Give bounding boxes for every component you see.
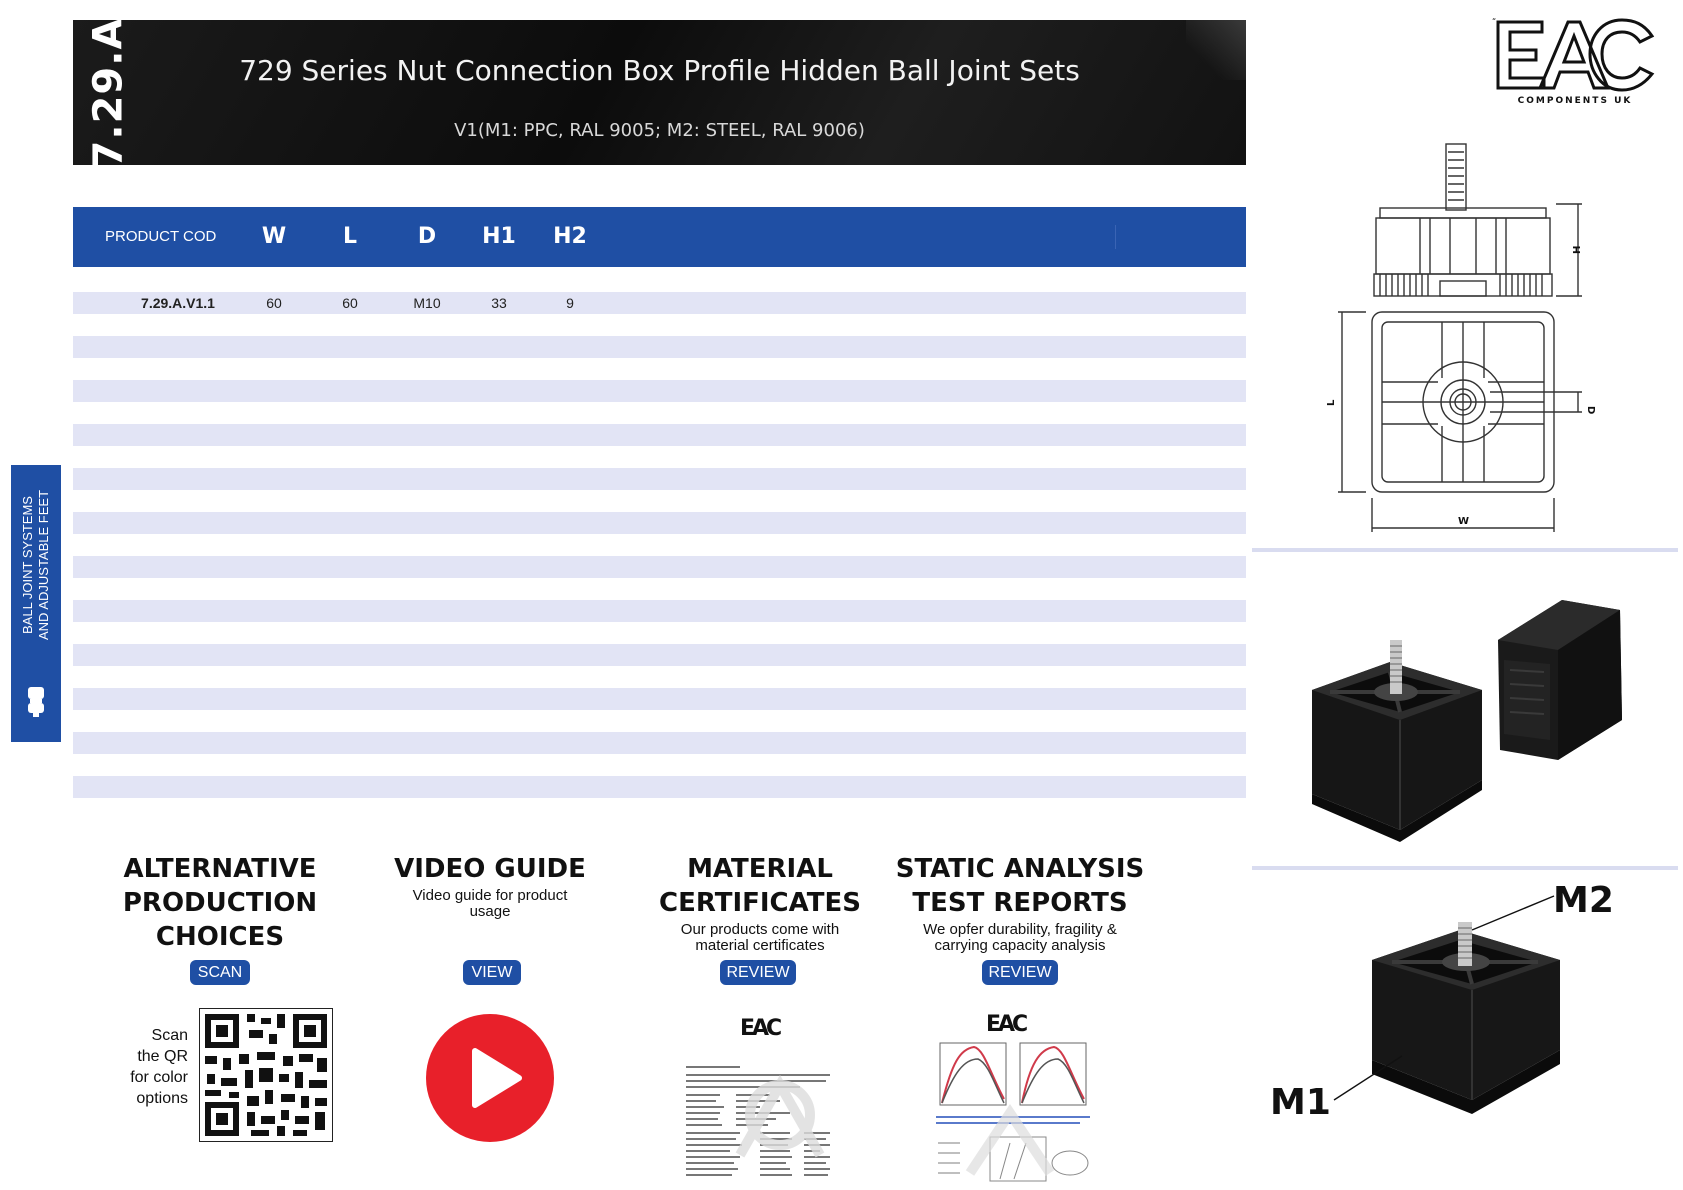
review-certificates-button[interactable]: REVIEW (720, 960, 796, 985)
product-render-callouts (1262, 880, 1662, 1180)
col-header-l: L (342, 224, 358, 249)
table-row-empty (73, 468, 1246, 490)
dim-label-w: W (1458, 516, 1469, 527)
logo-tagline: COMPONENTS UK (1517, 96, 1633, 106)
report-logo: EAC (986, 1012, 1027, 1037)
table-row-empty (73, 776, 1246, 798)
dim-label-h: H (1572, 246, 1583, 254)
banner-shine (1186, 20, 1246, 80)
view-button[interactable]: VIEW (463, 960, 521, 985)
table-row-empty (73, 644, 1246, 666)
eac-logo: “ COMPONENTS UK (1490, 14, 1660, 109)
callout-m1: M1 (1270, 1082, 1331, 1123)
right-divider (1252, 866, 1678, 870)
table-row-empty (73, 556, 1246, 578)
table-row-empty (73, 424, 1246, 446)
callout-m2: M2 (1553, 880, 1614, 921)
dim-label-d: D (1585, 406, 1596, 414)
video-section-title: VIDEO GUIDE (394, 854, 586, 884)
cell-l: 60 (342, 295, 358, 311)
cell-h2: 9 (566, 295, 574, 311)
table-row-empty (73, 512, 1246, 534)
table-row-empty (73, 380, 1246, 402)
static-section-desc: We opfer durability, fragility & carryin… (923, 921, 1117, 954)
col-header-d: D (417, 224, 437, 249)
table-row-empty (73, 600, 1246, 622)
page-title: 729 Series Nut Connection Box Profile Hi… (239, 54, 1080, 87)
header-banner: 7.29.A 729 Series Nut Connection Box Pro… (73, 20, 1246, 165)
col-header-h2: H2 (553, 224, 587, 249)
alternative-section-title: ALTERNATIVE PRODUCTION CHOICES (122, 854, 318, 952)
table-row-empty (73, 688, 1246, 710)
material-section-title: MATERIAL CERTIFICATES (659, 854, 861, 918)
col-header-h1: H1 (482, 224, 516, 249)
dim-label-l: L (1326, 399, 1337, 406)
spec-table-header: PRODUCT COD W L D H1 H2 (73, 207, 1246, 267)
col-header-product-code: PRODUCT COD (105, 228, 217, 245)
video-section-desc: Video guide for product usage (412, 887, 568, 920)
product-render-assembly (1300, 580, 1640, 850)
certificate-logo: EAC (740, 1016, 781, 1041)
review-test-reports-button[interactable]: REVIEW (982, 960, 1058, 985)
table-row-empty (73, 336, 1246, 358)
table-row-empty (73, 732, 1246, 754)
material-section-desc: Our products come with material certific… (680, 921, 840, 954)
test-report-thumbnail[interactable]: EAC (930, 1003, 1100, 1185)
scan-button[interactable]: SCAN (190, 960, 250, 985)
product-code-vertical: 7.29.A (85, 20, 131, 165)
svg-text:“: “ (1492, 17, 1496, 26)
cell-d: M10 (413, 295, 441, 311)
cell-h1: 33 (491, 295, 507, 311)
scan-note: Scan the QR for color options (130, 1027, 188, 1107)
col-header-w: W (261, 224, 287, 249)
page-subtitle: V1(M1: PPC, RAL 9005; M2: STEEL, RAL 900… (454, 120, 865, 141)
right-divider (1252, 548, 1678, 552)
ball-joint-icon (26, 685, 46, 724)
play-video-icon[interactable] (425, 1013, 555, 1143)
certificate-document-thumbnail[interactable]: EAC (680, 1005, 850, 1185)
eac-logo-mark: “ (1492, 17, 1655, 92)
header-separator (1115, 225, 1116, 249)
static-section-title: STATIC ANALYSIS TEST REPORTS (895, 854, 1145, 918)
technical-drawing: H L D W (1320, 138, 1600, 538)
table-row: 7.29.A.V1.1 60 60 M10 33 9 (73, 292, 1246, 314)
cell-product-code: 7.29.A.V1.1 (141, 295, 215, 311)
qr-code[interactable] (198, 1007, 334, 1143)
cell-w: 60 (266, 295, 282, 311)
